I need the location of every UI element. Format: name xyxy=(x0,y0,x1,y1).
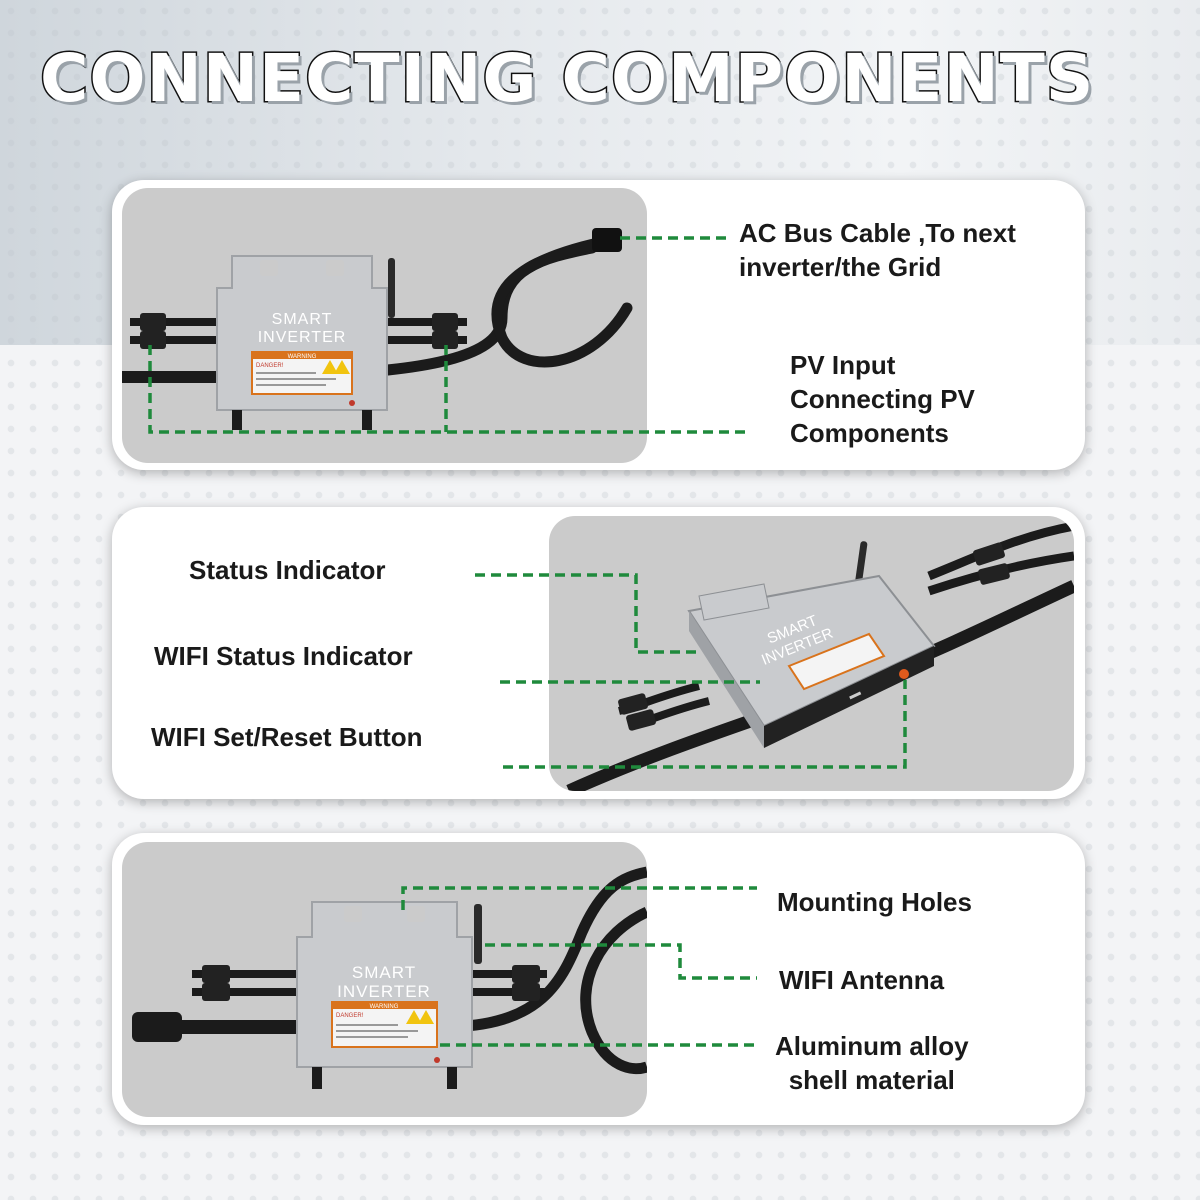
panel-housing: SMART INVERTER WARNING DANGER! Mounting … xyxy=(112,833,1085,1125)
device-brand-line2: INVERTER xyxy=(337,982,431,1001)
device-warning-text: WARNING xyxy=(370,1004,399,1010)
label-wifi-status-indicator: WIFI Status Indicator xyxy=(154,641,413,671)
device-brand-line1: SMART xyxy=(352,963,416,982)
label-mounting-holes: Mounting Holes xyxy=(777,887,972,917)
device-danger-text: DANGER! xyxy=(336,1013,364,1019)
panel-ac-pv: SMART INVERTER WARNING DANGER! AC Bus Ca… xyxy=(112,180,1085,470)
panel-indicators: SMART INVERTER Status Indicator WIFI Sta… xyxy=(112,507,1085,799)
device-warning-text: WARNING xyxy=(288,354,317,360)
device-brand-line1: SMART xyxy=(272,311,333,328)
label-aluminum-shell: Aluminum alloy shell material xyxy=(775,1031,969,1095)
inverter-photo-housing: SMART INVERTER WARNING DANGER! xyxy=(122,842,647,1117)
label-status-indicator: Status Indicator xyxy=(189,555,386,585)
device-danger-text: DANGER! xyxy=(256,363,284,369)
device-brand-line2: INVERTER xyxy=(258,329,347,346)
inverter-photo-front: SMART INVERTER WARNING DANGER! xyxy=(122,188,647,463)
inverter-photo-angled: SMART INVERTER xyxy=(549,516,1074,791)
label-wifi-reset-button: WIFI Set/Reset Button xyxy=(151,722,423,752)
label-wifi-antenna: WIFI Antenna xyxy=(779,965,945,995)
label-ac-bus-cable: AC Bus Cable ,To next inverter/the Grid xyxy=(739,218,1016,282)
page-title: CONNECTING COMPONENTS xyxy=(38,39,1095,119)
label-pv-input: PV Input Connecting PV Components xyxy=(790,350,975,448)
